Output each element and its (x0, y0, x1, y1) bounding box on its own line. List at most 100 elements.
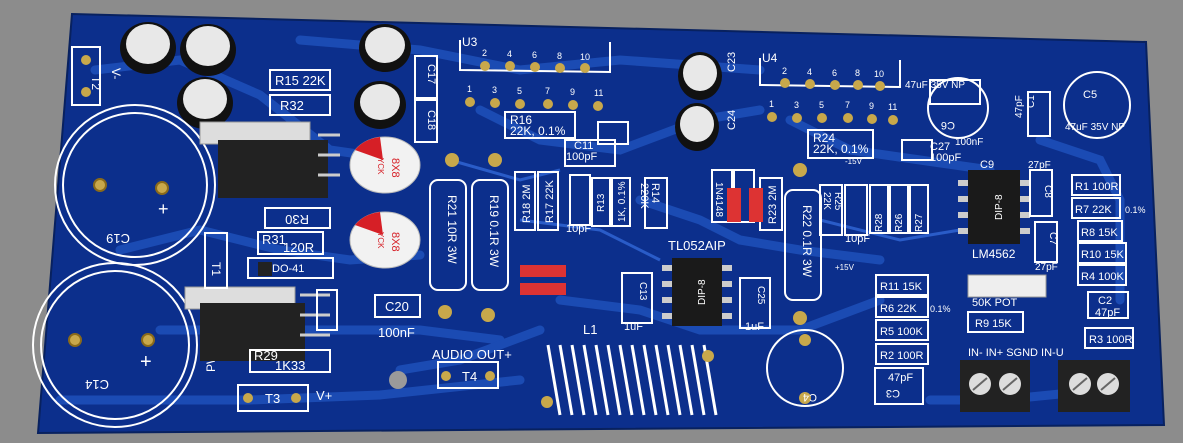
c11-label: C11 (574, 140, 593, 152)
c1-label: C1 (1026, 95, 1037, 108)
v-plus-label: V+ (316, 388, 332, 403)
r11-label: R11 15K (880, 281, 923, 293)
pad (243, 393, 253, 403)
svg-text:9: 9 (570, 87, 575, 97)
c7-label: C7 (1047, 232, 1058, 245)
r3-label: R3 100R (1089, 334, 1132, 346)
pad (793, 311, 807, 325)
pct-label: 0.1% (1125, 205, 1146, 215)
pad (799, 334, 811, 346)
c7-val: 27pF (1035, 262, 1058, 273)
t3-label: T3 (265, 391, 280, 406)
connector-label: IN- IN+ SGND IN-U (968, 347, 1064, 359)
cap47-label: 47uF 35V NP (905, 80, 965, 91)
c26-label: 10pF (845, 233, 870, 245)
regulator-bottom (184, 286, 330, 361)
capacitor-ne-1 (349, 136, 421, 194)
pad (81, 55, 91, 65)
silk-boxes-right (1071, 174, 1134, 349)
r8-label: R8 15K (1081, 227, 1118, 239)
svg-text:2: 2 (782, 66, 787, 76)
c1-box (1027, 91, 1051, 137)
t4-label: T4 (462, 369, 477, 384)
u4-pins (767, 78, 898, 125)
l1-label: L1 (583, 322, 597, 337)
pct-label-2: 0.1% (930, 304, 951, 314)
dip8b-label: DIP-8 (994, 194, 1005, 220)
svg-text:7: 7 (845, 100, 850, 110)
svg-text:4: 4 (807, 67, 812, 77)
pad (541, 396, 553, 408)
r30-label: R30 (285, 212, 309, 227)
mounting-hole (389, 371, 407, 389)
svg-text:10: 10 (580, 52, 590, 62)
electrolytic-caps-left (120, 22, 722, 151)
pot-label: 50K POT (972, 297, 1018, 309)
diodes (520, 188, 763, 295)
svg-text:4: 4 (507, 49, 512, 59)
tl052-label: TL052AIP (668, 238, 726, 253)
r22-label: R22 0.1R 3W (800, 205, 814, 278)
c27-label: C27 (930, 141, 950, 153)
c9-val: 27pF (1028, 160, 1051, 171)
audio-out-label: AUDIO OUT+ (432, 347, 512, 362)
pad (438, 305, 452, 319)
svg-text:9: 9 (869, 101, 874, 111)
r14-val: 220K (638, 183, 650, 209)
n4148-label: 1N4148 (713, 182, 724, 217)
ne-cap2-label: 8X8 (389, 232, 401, 252)
svg-text:8: 8 (557, 51, 562, 61)
r16-val: 22K, 0.1% (510, 124, 566, 138)
r23-label: R23 2M (767, 185, 779, 224)
r29-val: 1K33 (275, 358, 305, 373)
r19-label: R19 0.1R 3W (487, 195, 501, 268)
c5-val: 47uF 35V NP (1065, 122, 1125, 133)
pot-body (967, 274, 1047, 298)
pad (441, 371, 451, 381)
r31-val: 120R (283, 240, 314, 255)
lm4562-label: LM4562 (972, 247, 1016, 261)
c4-label: C4 (803, 391, 817, 403)
dip8a-label: DIP-8 (697, 279, 708, 305)
u4-label: U4 (762, 51, 778, 65)
r24-label: R24 (813, 131, 835, 145)
r2-label: R2 100R (880, 350, 923, 362)
r12-label: 1K, 0.1% (617, 181, 628, 222)
r14-label: R14 (649, 183, 661, 203)
c2-label: C2 (1098, 295, 1112, 307)
capacitor-ne-2 (349, 211, 421, 269)
svg-text:5: 5 (819, 100, 824, 110)
thin-traces (449, 158, 961, 262)
c11-val: 100pF (566, 151, 597, 163)
r6-label: R6 22K (880, 303, 917, 315)
r5-label: R5 100K (880, 326, 923, 338)
r18-label: R18 2M (521, 184, 533, 223)
r15-label: R15 22K (275, 73, 326, 88)
c14-label: C14 (85, 377, 109, 392)
ic-lm4562 (958, 170, 1030, 244)
c25-val: 1uF (745, 321, 764, 333)
c13-label: C13 (637, 282, 648, 301)
r1-label: R1 100R (1075, 181, 1118, 193)
svg-text:3: 3 (794, 100, 799, 110)
svg-text:3: 3 (492, 85, 497, 95)
svg-text:11: 11 (888, 102, 897, 112)
plus-mark: + (158, 199, 169, 219)
t2-label: T2 (89, 76, 103, 90)
c1-val: 47pF (1014, 95, 1025, 118)
silk-boxes-r-stack (874, 274, 929, 405)
c20-val: 100nF (378, 325, 415, 340)
svg-text:11: 11 (594, 88, 603, 98)
r10-label: R10 15K (1081, 249, 1124, 261)
r31-label: R31 (262, 232, 286, 247)
plus-mark-2: + (140, 351, 152, 373)
capacitor-c6 (927, 77, 989, 139)
c9-label: C9 (980, 159, 994, 171)
c25-label: C25 (755, 286, 766, 305)
r17-label: R17 22K (544, 180, 556, 223)
connector-t2 (71, 46, 101, 106)
c27-val: 100pF (930, 152, 961, 164)
c23-label: C23 (726, 52, 738, 72)
ic-tl052 (662, 258, 732, 326)
